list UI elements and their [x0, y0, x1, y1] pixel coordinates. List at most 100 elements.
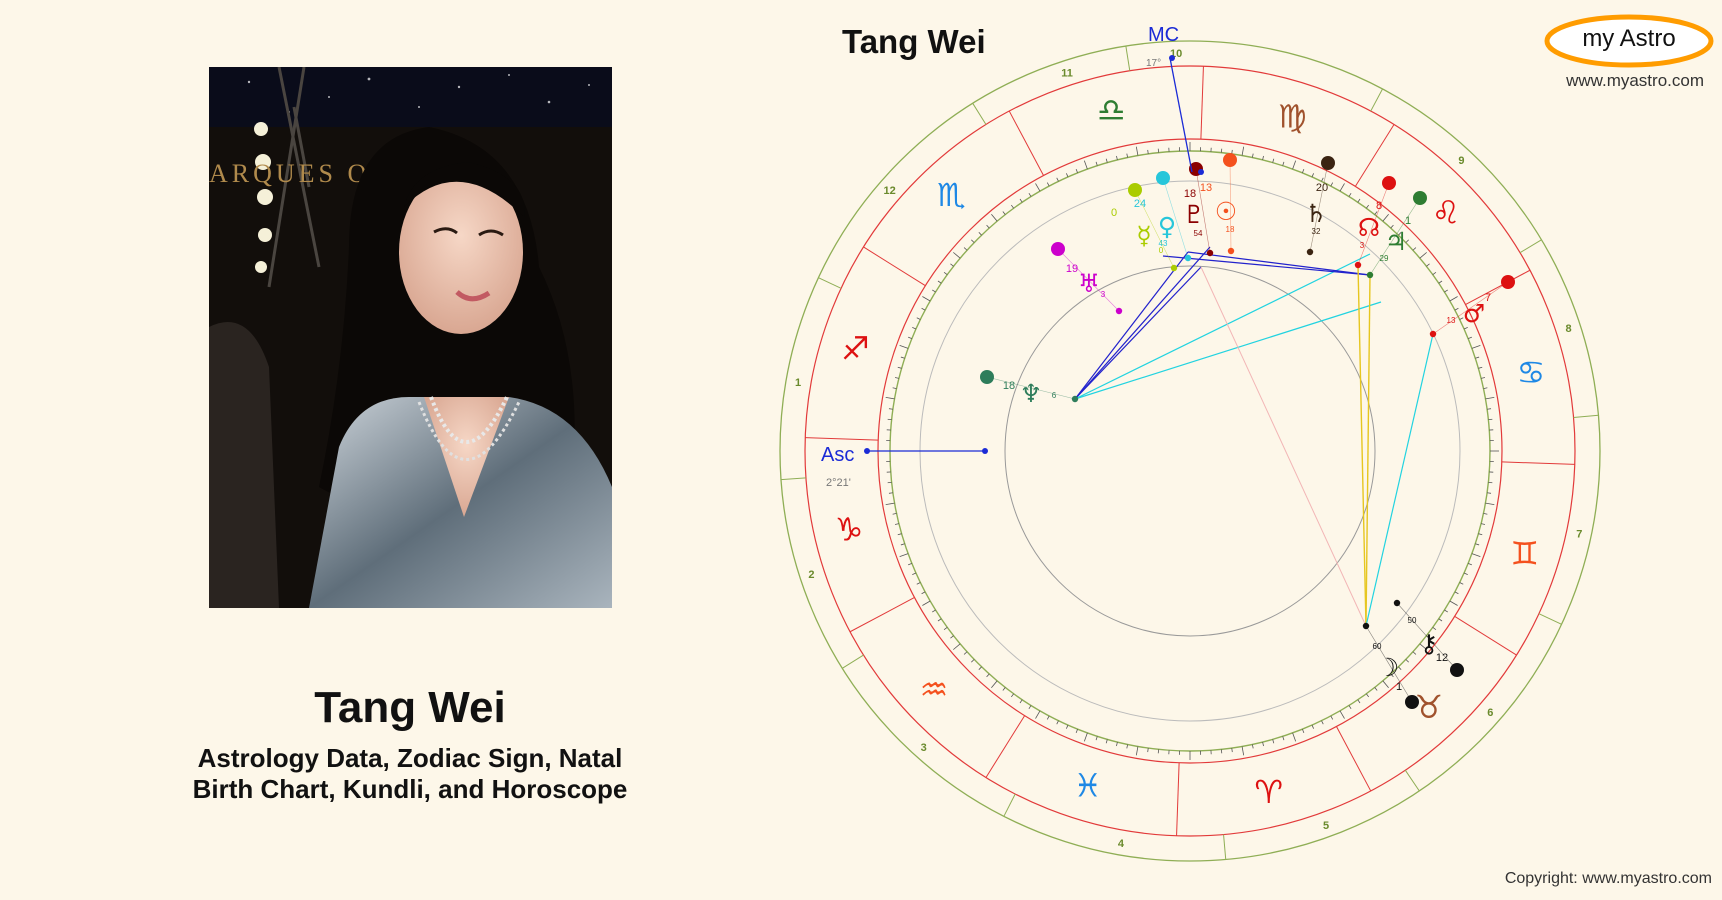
- north-node-minute: 3: [1360, 241, 1365, 250]
- saturn-glyph: ♄: [1305, 199, 1327, 228]
- saturn-minute: 32: [1312, 227, 1321, 236]
- chiron-inner-point: [1393, 599, 1401, 607]
- angle-labels: Asc 2°21' MC 17°: [821, 24, 1204, 489]
- jupiter-inner-point: [1366, 271, 1374, 279]
- moon-degree: 1: [1396, 681, 1402, 693]
- uranus-marker: [1051, 242, 1065, 256]
- house-number: 4: [1118, 838, 1125, 850]
- jupiter-marker: [1413, 191, 1427, 205]
- neptune-glyph: ♆: [1020, 379, 1042, 408]
- pluto-degree: 18: [1184, 188, 1196, 200]
- north-node-inner-point: [1354, 261, 1362, 269]
- capricorn-sign-glyph: ♑: [835, 511, 864, 549]
- pisces-sign-glyph: ♓: [1073, 767, 1102, 805]
- taurus-sign-glyph: ♉: [1414, 688, 1443, 726]
- person-subtitle: Astrology Data, Zodiac Sign, Natal Birth…: [110, 743, 710, 805]
- mars-minute: 13: [1447, 316, 1456, 325]
- neptune-minute: 6: [1052, 391, 1057, 400]
- house-number: 2: [808, 569, 814, 581]
- cancer-sign-glyph: ♋: [1517, 353, 1546, 391]
- moon-inner-point: [1362, 622, 1370, 630]
- mars-inner-point: [1429, 330, 1437, 338]
- saturn-marker: [1321, 156, 1335, 170]
- copyright-text: Copyright: www.myastro.com: [1504, 870, 1712, 887]
- north-node-marker: [1382, 176, 1396, 190]
- house-number: 12: [884, 185, 896, 197]
- mars-glyph: ♂: [1463, 299, 1485, 328]
- aquarius-sign-glyph: ♒: [920, 671, 949, 709]
- asc-degree: 2°21': [826, 477, 851, 489]
- chiron-minute: 50: [1408, 616, 1417, 625]
- house-number: 8: [1565, 323, 1571, 335]
- neptune-degree: 18: [1003, 380, 1015, 392]
- house-number: 1: [795, 377, 801, 389]
- pluto-inner-point: [1206, 249, 1214, 257]
- house-number: 7: [1576, 529, 1582, 541]
- north-node-glyph: ☊: [1358, 213, 1380, 242]
- house-number: 5: [1323, 820, 1329, 832]
- aspect-lines: [1074, 246, 1434, 627]
- house-number: 6: [1487, 707, 1493, 719]
- mercury-degree: 0: [1111, 207, 1117, 219]
- chart-title: Tang Wei: [842, 23, 986, 60]
- myastro-logo[interactable]: my Astro: [1544, 13, 1714, 69]
- house-number: 11: [1061, 67, 1073, 79]
- uranus-minute: 3: [1101, 290, 1106, 299]
- mc-label: MC: [1148, 24, 1179, 46]
- jupiter-degree: 1: [1405, 215, 1411, 227]
- moon-marker: [1405, 695, 1419, 709]
- mercury-inner-point: [1170, 264, 1178, 272]
- asc-label: Asc: [821, 444, 854, 466]
- uranus-glyph: ♅: [1078, 269, 1100, 298]
- sun-degree: 13: [1200, 182, 1212, 194]
- north-node-degree: 8: [1376, 200, 1382, 212]
- sun-marker: [1223, 153, 1237, 167]
- gemini-sign-glyph: ♊: [1510, 534, 1539, 572]
- mars-marker: [1501, 275, 1515, 289]
- subtitle-line: Astrology Data, Zodiac Sign, Natal: [197, 743, 623, 773]
- celebrity-photo: ARQUES OF AN: [209, 67, 612, 608]
- uranus-degree: 19: [1066, 263, 1078, 275]
- jupiter-glyph: ♃: [1385, 227, 1407, 256]
- subtitle-line: Birth Chart, Kundli, and Horoscope: [192, 774, 628, 804]
- site-url[interactable]: www.myastro.com: [1566, 71, 1704, 90]
- mc-degree: 17°: [1146, 58, 1161, 69]
- sun-minute: 18: [1226, 225, 1235, 234]
- uranus-inner-point: [1115, 307, 1123, 315]
- venus-glyph: ♀: [1158, 212, 1176, 241]
- libra-sign-glyph: ♎: [1097, 91, 1126, 129]
- chiron-degree: 12: [1436, 652, 1448, 664]
- venus-inner-point: [1184, 254, 1192, 262]
- jupiter-minute: 29: [1380, 254, 1389, 263]
- sun-glyph: ☉: [1215, 197, 1237, 226]
- zodiac-signs: ♎ ♍ ♌ ♋ ♊ ♉ ♈ ♓ ♒ ♑ ♐ ♏: [835, 91, 1546, 811]
- chiron-marker: [1450, 663, 1464, 677]
- sagittarius-sign-glyph: ♐: [841, 330, 870, 368]
- degree-ticks: [881, 142, 1499, 760]
- house-number: 9: [1458, 155, 1464, 167]
- saturn-inner-point: [1306, 248, 1314, 256]
- pluto-minute: 54: [1194, 229, 1203, 238]
- scorpio-sign-glyph: ♏: [937, 176, 966, 214]
- person-name: Tang Wei: [314, 683, 506, 732]
- sun-inner-point: [1227, 247, 1235, 255]
- mercury-glyph: ☿: [1136, 221, 1151, 250]
- pluto-glyph: ♇: [1183, 200, 1205, 229]
- mercury-marker: [1128, 183, 1142, 197]
- moon-glyph: ☽: [1377, 653, 1399, 682]
- mercury-minute: 0: [1159, 246, 1164, 255]
- house-number: 3: [921, 742, 927, 754]
- venus-marker: [1156, 171, 1170, 185]
- logo-text: my Astro: [1582, 25, 1676, 52]
- saturn-degree: 20: [1316, 182, 1328, 194]
- neptune-marker: [980, 370, 994, 384]
- planet-markers: ☉1318♇1854♀2443☿00♅193♆186♄2032☊83♃129♂7…: [980, 153, 1515, 709]
- leo-sign-glyph: ♌: [1432, 193, 1461, 231]
- venus-minute: 43: [1159, 239, 1168, 248]
- mars-degree: 7: [1485, 292, 1491, 304]
- virgo-sign-glyph: ♍: [1278, 97, 1307, 135]
- venus-degree: 24: [1134, 198, 1146, 210]
- aries-sign-glyph: ♈: [1254, 773, 1283, 811]
